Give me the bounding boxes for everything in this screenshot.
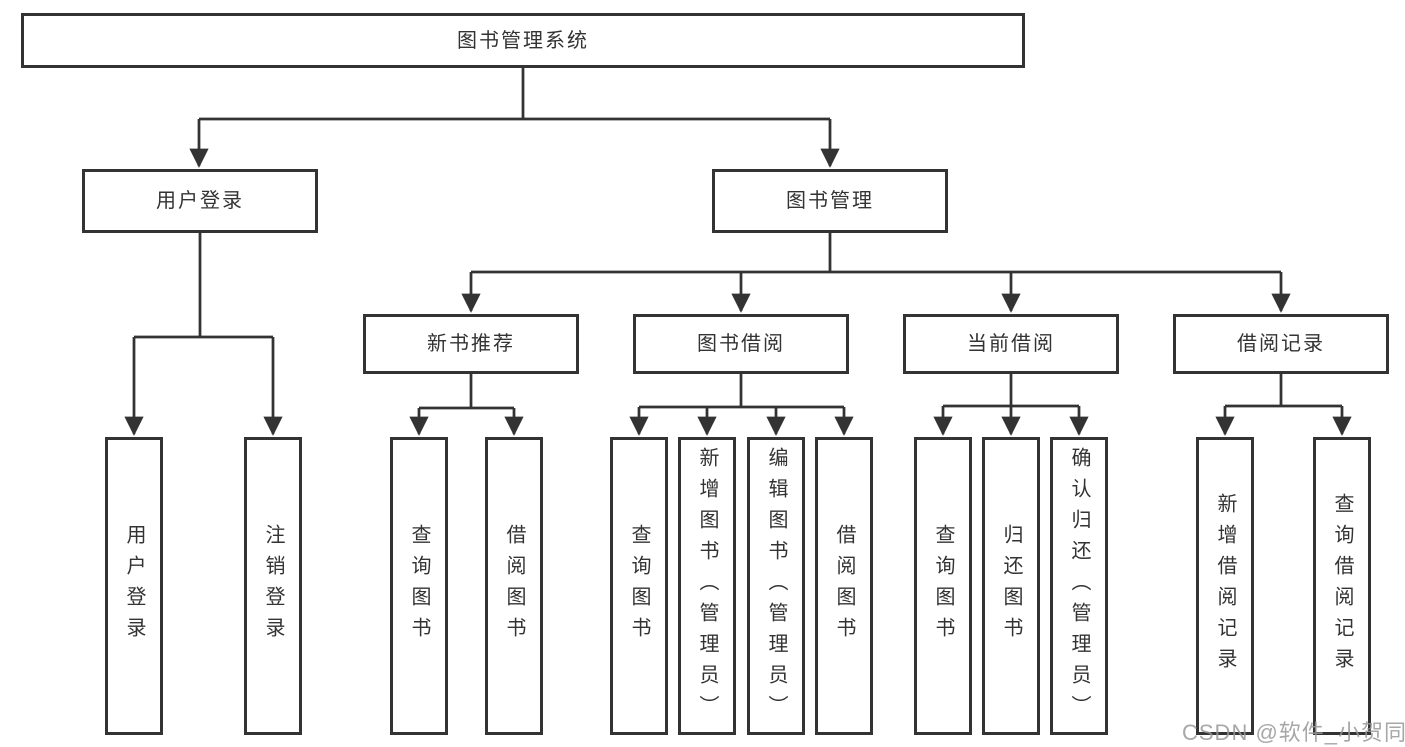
node-book-management: 图书管理 [712,169,948,233]
leaf-confirm-return-admin: 确认归还（管理员） [1050,437,1108,735]
leaf-add-borrow-record: 新增借阅记录 [1196,437,1254,735]
leaf-add-books-admin: 新增图书（管理员） [678,437,736,735]
leaf-borrow-books-recommend: 借阅图书 [485,437,543,735]
leaf-return-books: 归还图书 [982,437,1040,735]
leaf-logout: 注销登录 [244,437,302,735]
node-current-borrow: 当前借阅 [903,314,1119,374]
csdn-watermark: CSDN @软件_小贺同学 [1182,720,1405,745]
leaf-query-books-recommend: 查询图书 [390,437,448,735]
node-borrow-records: 借阅记录 [1173,314,1389,374]
node-library-management-system: 图书管理系统 [21,13,1025,68]
leaf-query-books-current: 查询图书 [914,437,972,735]
leaf-edit-books-admin: 编辑图书（管理员） [747,437,805,735]
node-book-borrow: 图书借阅 [633,314,849,374]
leaf-user-login: 用户登录 [105,437,163,735]
leaf-query-borrow-record: 查询借阅记录 [1313,437,1371,735]
node-user-login: 用户登录 [82,169,318,233]
node-new-book-recommend: 新书推荐 [363,314,579,374]
leaf-borrow-books: 借阅图书 [815,437,873,735]
leaf-query-books-borrow: 查询图书 [610,437,668,735]
